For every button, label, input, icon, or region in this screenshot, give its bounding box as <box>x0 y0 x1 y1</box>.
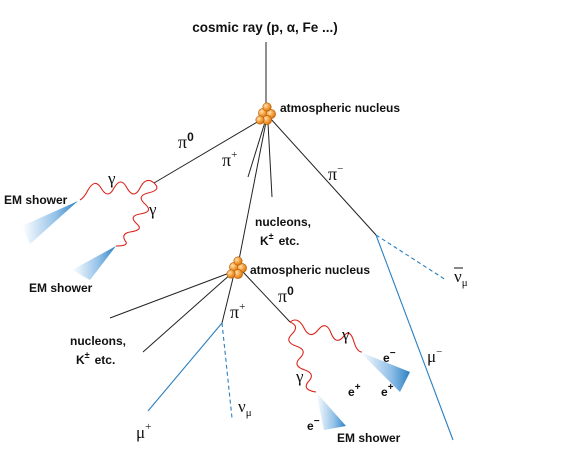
em-shower-cone-3 <box>360 352 410 392</box>
nucleus-mid-label: atmospheric nucleus <box>250 263 370 277</box>
pi-plus-track-mid <box>221 273 235 324</box>
em-shower-label-1: EM shower <box>4 193 68 207</box>
gamma-label-1: γ <box>107 169 116 188</box>
nucleus-top-label: atmospheric nucleus <box>280 101 400 115</box>
pi-plus-label-top: π+ <box>222 149 237 170</box>
nucleus-top-icon <box>255 102 276 125</box>
gamma-lower-right-wave <box>289 319 363 353</box>
gamma-lower-left-wave <box>288 321 317 393</box>
antinu-mu-label: νμ <box>454 267 468 289</box>
pi-minus-label-top: π− <box>328 163 343 184</box>
svg-text:K±etc.: K±etc. <box>260 231 299 248</box>
antinu-mu-track <box>375 234 447 281</box>
gamma-label-3: γ <box>341 325 350 344</box>
em-shower-cone-4 <box>316 392 346 430</box>
nucleon-track-mid-2 <box>142 272 233 353</box>
e-minus-label-bottom: e− <box>307 416 320 433</box>
pi0-label-top: π0 <box>178 130 194 152</box>
mu-minus-label: μ− <box>427 346 442 366</box>
em-shower-label-3: EM shower <box>337 431 401 445</box>
cosmic-ray-label: cosmic ray (p, α, Fe ...) <box>192 20 338 35</box>
nu-mu-label: νμ <box>238 397 252 419</box>
nucleon-track-mid-1 <box>109 271 233 319</box>
pi-plus-label-mid: π+ <box>230 301 245 322</box>
e-plus-label-right: e+ <box>381 382 394 399</box>
pi-minus-track <box>269 117 377 236</box>
nucleons-label-lower: nucleons, K±etc. <box>70 334 126 367</box>
mu-plus-track <box>147 322 223 412</box>
e-minus-label-right: e− <box>383 348 396 365</box>
em-shower-cone-1 <box>22 201 78 244</box>
nu-mu-track <box>221 322 233 419</box>
gamma-left-wave <box>79 179 155 201</box>
nucleon-track <box>267 122 273 198</box>
e-plus-label-left: e+ <box>348 382 361 399</box>
svg-text:nucleons,: nucleons, <box>70 334 126 348</box>
pi-plus-track <box>247 121 266 178</box>
pi0-label-mid: π0 <box>278 284 294 306</box>
gamma-label-2: γ <box>148 200 157 219</box>
gamma-right-wave <box>115 182 158 247</box>
pi0-track-mid <box>242 271 291 323</box>
nucleus-mid-icon <box>226 256 247 279</box>
leading-track <box>237 121 267 266</box>
mu-plus-label: μ+ <box>136 421 151 442</box>
pi0-track <box>153 117 265 184</box>
svg-text:K±etc.: K±etc. <box>76 350 115 367</box>
em-shower-label-2: EM shower <box>29 281 93 295</box>
nucleons-label-upper: nucleons, K±etc. <box>255 215 311 248</box>
svg-text:νμ: νμ <box>454 267 468 289</box>
em-shower-cone-2 <box>72 246 116 280</box>
svg-text:nucleons,: nucleons, <box>255 215 311 229</box>
mu-minus-track <box>375 234 454 441</box>
gamma-label-4: γ <box>295 367 304 386</box>
